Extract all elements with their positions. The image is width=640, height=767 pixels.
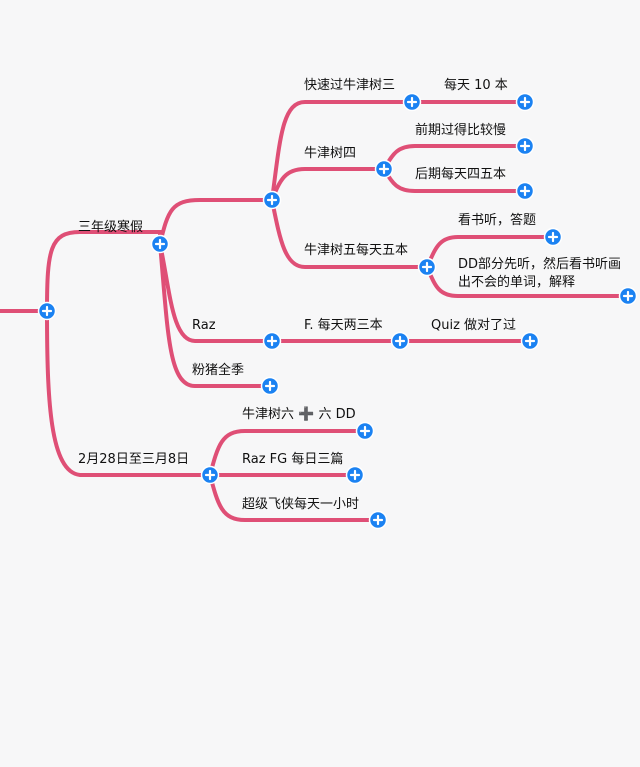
node-shu5[interactable]: 牛津树五每天五本 xyxy=(304,243,409,258)
edge-hub-kuaisu xyxy=(270,100,414,202)
node-dd[interactable]: DD部分先听，然后看书听画出不会的单词，解释 xyxy=(458,257,622,290)
node-shu6-part1: 牛津树六 xyxy=(242,407,295,422)
expand-plus-icon-shu4[interactable] xyxy=(374,159,394,179)
node-shu4[interactable]: 牛津树四 xyxy=(304,146,357,161)
node-kuaisu[interactable]: 快速过牛津树三 xyxy=(304,78,396,93)
edge-sanian-fenzhu xyxy=(158,242,272,388)
node-shu6-part2: 六 DD xyxy=(318,407,356,422)
node-qianqi[interactable]: 前期过得比较慢 xyxy=(415,123,507,138)
node-f[interactable]: F. 每天两三本 xyxy=(304,318,383,333)
edge-root-feb28 xyxy=(45,309,212,477)
edge-feb28-chaoji xyxy=(208,473,380,522)
expand-plus-icon-quiz[interactable] xyxy=(520,331,540,351)
edge-sanian-oxford xyxy=(158,198,274,246)
expand-plus-icon-f[interactable] xyxy=(390,331,410,351)
node-fenzhu[interactable]: 粉猪全季 xyxy=(192,363,245,378)
expand-plus-icon-shu6[interactable] xyxy=(355,421,375,441)
node-feb28[interactable]: 2月28日至三月8日 xyxy=(78,452,190,467)
expand-plus-icon-raz[interactable] xyxy=(262,331,282,351)
node-razfg[interactable]: Raz FG 每日三篇 xyxy=(242,452,344,467)
node-kanshu[interactable]: 看书听，答题 xyxy=(458,213,537,228)
edge-hub-shu4 xyxy=(270,167,386,202)
expand-plus-icon-chaoji[interactable] xyxy=(368,510,388,530)
node-quiz[interactable]: Quiz 做对了过 xyxy=(431,318,517,333)
edge-sanian-raz xyxy=(158,242,274,343)
edge-feb28-shu6 xyxy=(208,429,367,477)
expand-plus-icon-meitian10[interactable] xyxy=(515,92,535,112)
node-sanian[interactable]: 三年级寒假 xyxy=(78,220,144,235)
node-shu6[interactable]: 牛津树六 ➕ 六 DD xyxy=(242,406,356,424)
expand-plus-icon-fenzhu[interactable] xyxy=(260,376,280,396)
expand-plus-icon-feb28[interactable] xyxy=(200,465,220,485)
expand-plus-icon-kuaisu[interactable] xyxy=(402,92,422,112)
node-chaoji[interactable]: 超级飞侠每天一小时 xyxy=(242,497,360,512)
heavy-plus-icon: ➕ xyxy=(298,407,315,422)
expand-plus-icon-root[interactable] xyxy=(37,301,57,321)
edge-hub-shu5 xyxy=(270,198,429,269)
expand-buttons xyxy=(37,92,638,530)
expand-plus-icon-qianqi[interactable] xyxy=(515,136,535,156)
edge-root-sanian xyxy=(45,230,162,313)
expand-plus-icon-razfg[interactable] xyxy=(345,465,365,485)
expand-plus-icon-dd[interactable] xyxy=(618,286,638,306)
node-houqi[interactable]: 后期每天四五本 xyxy=(415,167,507,182)
node-meitian10[interactable]: 每天 10 本 xyxy=(444,78,508,93)
expand-plus-icon-houqi[interactable] xyxy=(515,181,535,201)
expand-plus-icon-shu5[interactable] xyxy=(417,257,437,277)
expand-plus-icon-oxford-hub[interactable] xyxy=(262,190,282,210)
node-raz[interactable]: Raz xyxy=(192,318,216,333)
expand-plus-icon-kanshu[interactable] xyxy=(543,227,563,247)
expand-plus-icon-sanian[interactable] xyxy=(150,234,170,254)
